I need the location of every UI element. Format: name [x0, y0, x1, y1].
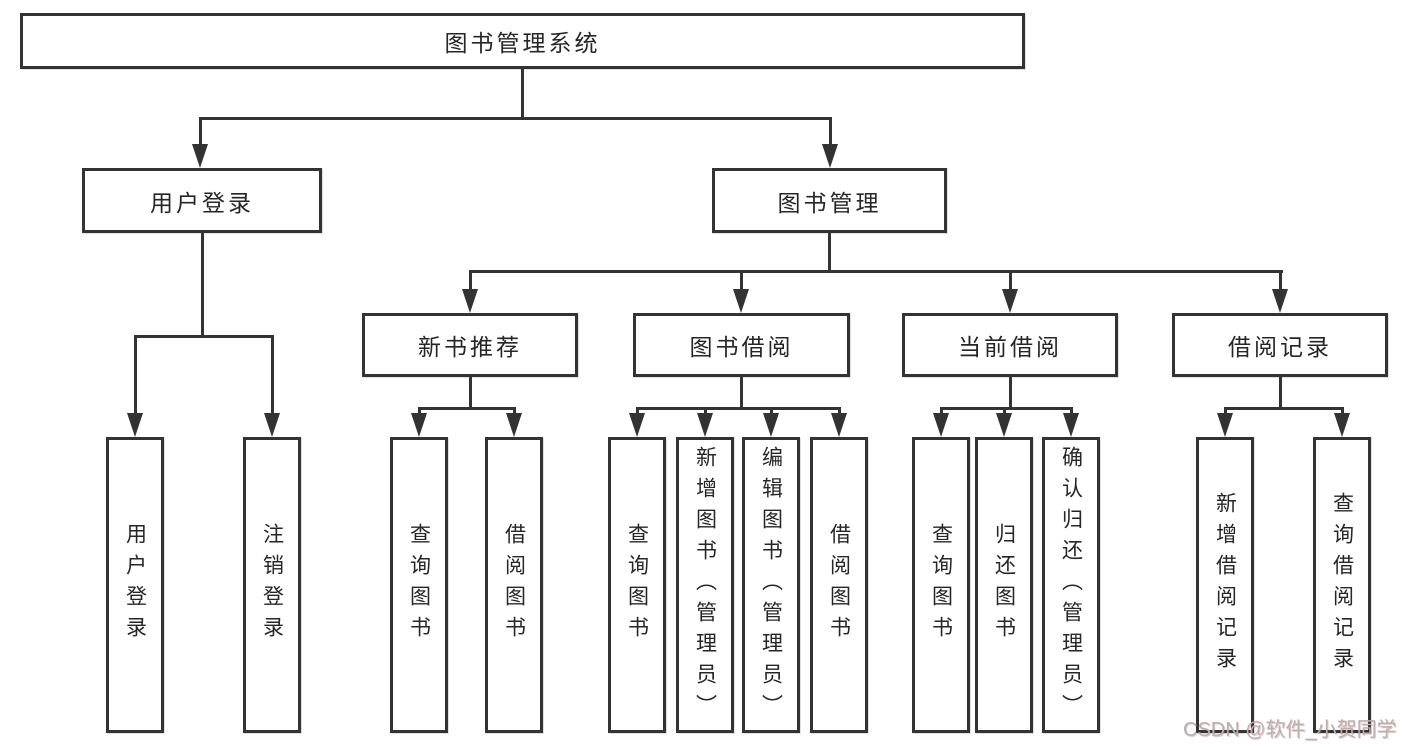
arrowhead — [192, 144, 208, 168]
leaf-bb-query-books: 查询图书 — [608, 437, 666, 733]
leaf-logout: 注销登录 — [243, 437, 301, 733]
leaf-nb-borrow-books: 借阅图书 — [485, 437, 543, 733]
leaf-br-query-record: 查询借阅记录 — [1313, 437, 1371, 733]
connector-segment — [635, 407, 639, 417]
connector-segment — [739, 270, 743, 291]
csdn-watermark: CSDN @软件_小贺同学 — [1183, 719, 1397, 741]
connector-segment — [1278, 270, 1282, 291]
leaf-cb-return-books: 归还图书 — [975, 437, 1033, 733]
leaf-label: 查询图书 — [407, 523, 431, 647]
connector-segment — [198, 117, 202, 145]
arrowhead — [411, 413, 427, 437]
connector-segment — [1002, 407, 1006, 417]
leaf-nb-query-books: 查询图书 — [390, 437, 448, 733]
connector-segment — [739, 377, 743, 409]
node-current-borrowing: 当前借阅 — [902, 313, 1118, 377]
leaf-br-add-record: 新增借阅记录 — [1196, 437, 1254, 733]
leaf-cb-confirm-return-admin: 确认归还（管理员） — [1042, 437, 1100, 733]
connector-segment — [828, 117, 832, 145]
connector-segment — [133, 335, 137, 415]
leaf-label: 新增借阅记录 — [1213, 492, 1237, 678]
node-new-book-recommend: 新书推荐 — [362, 313, 578, 377]
node-book-borrowing: 图书借阅 — [633, 313, 850, 377]
arrowhead — [933, 413, 949, 437]
arrowhead — [1063, 413, 1079, 437]
arrowhead — [462, 289, 478, 313]
connector-segment — [468, 270, 472, 291]
connector-segment — [270, 335, 274, 415]
connector-segment — [520, 69, 524, 120]
leaf-label: 编辑图书（管理员） — [759, 445, 783, 725]
leaf-label: 借阅图书 — [827, 523, 851, 647]
arrowhead — [1272, 289, 1288, 313]
node-book-management: 图书管理 — [712, 168, 947, 233]
node-label: 新书推荐 — [418, 334, 522, 360]
leaf-label: 归还图书 — [992, 523, 1016, 647]
leaf-bb-edit-books-admin: 编辑图书（管理员） — [742, 437, 800, 733]
leaf-bb-add-books-admin: 新增图书（管理员） — [676, 437, 734, 733]
node-library-management-system: 图书管理系统 — [20, 13, 1025, 69]
connector-segment — [1223, 407, 1344, 410]
arrowhead — [763, 413, 779, 437]
leaf-label: 借阅图书 — [502, 523, 526, 647]
leaf-label: 用户登录 — [123, 523, 147, 647]
connector-segment — [1008, 270, 1012, 291]
leaf-user-login: 用户登录 — [106, 437, 164, 733]
connector-segment — [417, 407, 421, 417]
node-label: 借阅记录 — [1228, 334, 1332, 360]
connector-segment — [200, 233, 204, 337]
node-user-login: 用户登录 — [82, 168, 322, 233]
connector-segment — [468, 377, 472, 409]
node-label: 当前借阅 — [958, 334, 1062, 360]
connector-segment — [635, 407, 841, 410]
arrowhead — [831, 413, 847, 437]
connector-segment — [939, 407, 1073, 410]
node-label: 图书借阅 — [689, 334, 794, 360]
leaf-label: 查询图书 — [929, 523, 953, 647]
connector-segment — [828, 233, 831, 272]
connector-segment — [1340, 407, 1344, 417]
arrowhead — [629, 413, 645, 437]
leaf-label: 查询借阅记录 — [1330, 492, 1354, 678]
connector-segment — [512, 407, 516, 417]
arrowhead — [264, 413, 280, 437]
connector-segment — [417, 407, 516, 410]
connector-segment — [837, 407, 841, 417]
leaf-label: 新增图书（管理员） — [693, 445, 717, 725]
connector-segment — [703, 407, 707, 417]
connector-segment — [939, 407, 943, 417]
connector-segment — [1223, 407, 1227, 417]
node-label: 用户登录 — [150, 189, 254, 216]
connector-segment — [468, 270, 1283, 273]
connector-segment — [198, 117, 832, 120]
arrowhead — [1002, 289, 1018, 313]
arrowhead — [822, 144, 838, 168]
leaf-label: 查询图书 — [625, 523, 649, 647]
connector-segment — [1278, 377, 1282, 409]
arrowhead — [1217, 413, 1233, 437]
leaf-label: 确认归还（管理员） — [1059, 445, 1083, 725]
arrowhead — [697, 413, 713, 437]
arrowhead — [1334, 413, 1350, 437]
connector-segment — [1069, 407, 1073, 417]
arrowhead — [127, 413, 143, 437]
arrowhead — [996, 413, 1012, 437]
arrowhead — [506, 413, 522, 437]
connector-segment — [769, 407, 773, 417]
leaf-bb-borrow-books: 借阅图书 — [810, 437, 868, 733]
node-borrowing-records: 借阅记录 — [1172, 313, 1388, 377]
arrowhead — [733, 289, 749, 313]
node-label: 图书管理 — [777, 189, 882, 216]
leaf-label: 注销登录 — [260, 523, 284, 647]
connector-segment — [1008, 377, 1012, 409]
connector-segment — [133, 335, 274, 338]
leaf-cb-query-books: 查询图书 — [912, 437, 970, 733]
node-label: 图书管理系统 — [444, 30, 601, 56]
